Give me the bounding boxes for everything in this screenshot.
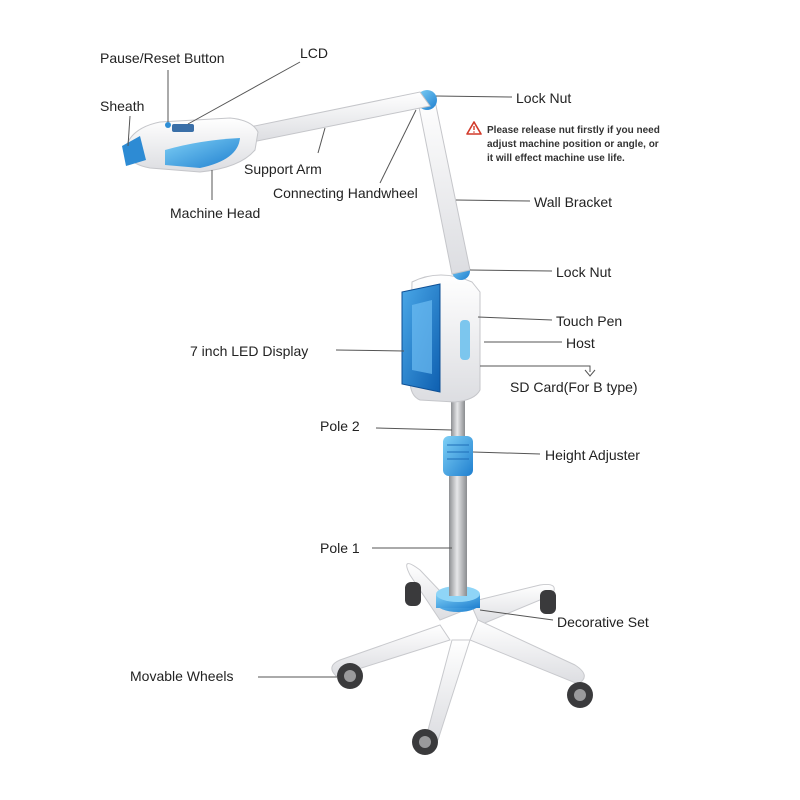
label-sd-card: SD Card(For B type) xyxy=(510,379,638,395)
wall-bracket-arm xyxy=(417,95,471,275)
label-host: Host xyxy=(566,335,595,351)
leader-lines xyxy=(127,61,591,678)
sd-card-arrow-icon xyxy=(584,369,596,377)
label-connecting-handwheel: Connecting Handwheel xyxy=(273,185,418,201)
label-lock-nut-top: Lock Nut xyxy=(516,90,571,106)
label-lock-nut-mid: Lock Nut xyxy=(556,264,611,280)
label-decorative-set: Decorative Set xyxy=(557,614,649,630)
warning-line-2: adjust machine position or angle, or xyxy=(487,139,659,150)
label-touch-pen: Touch Pen xyxy=(556,313,622,329)
height-adjuster[interactable] xyxy=(443,436,473,476)
label-wall-bracket: Wall Bracket xyxy=(534,194,612,210)
label-support-arm: Support Arm xyxy=(244,161,322,177)
label-pole-2: Pole 2 xyxy=(320,418,360,434)
warning-note: Please release nut firstly if you need a… xyxy=(466,121,660,164)
wheel xyxy=(337,582,593,755)
pole-2 xyxy=(451,400,465,440)
warning-triangle-icon xyxy=(466,121,482,135)
label-height-adjuster: Height Adjuster xyxy=(545,447,640,463)
label-machine-head: Machine Head xyxy=(170,205,260,221)
support-arm xyxy=(244,91,431,143)
wheel-base xyxy=(331,563,585,742)
label-led-display: 7 inch LED Display xyxy=(190,343,308,359)
machine-illustration xyxy=(122,90,593,755)
pole-1 xyxy=(449,470,467,596)
warning-line-1: Please release nut firstly if you need xyxy=(487,125,660,136)
label-movable-wheels: Movable Wheels xyxy=(130,668,234,684)
led-display[interactable] xyxy=(401,283,441,393)
warning-line-3: it will effect machine use life. xyxy=(487,153,625,164)
label-pause-reset-button: Pause/Reset Button xyxy=(100,50,225,66)
machine-head xyxy=(122,117,259,173)
label-sheath: Sheath xyxy=(100,98,144,114)
label-lcd: LCD xyxy=(300,45,328,61)
callout-labels: Pause/Reset Button LCD Sheath Support Ar… xyxy=(100,45,649,684)
label-pole-1: Pole 1 xyxy=(320,540,360,556)
